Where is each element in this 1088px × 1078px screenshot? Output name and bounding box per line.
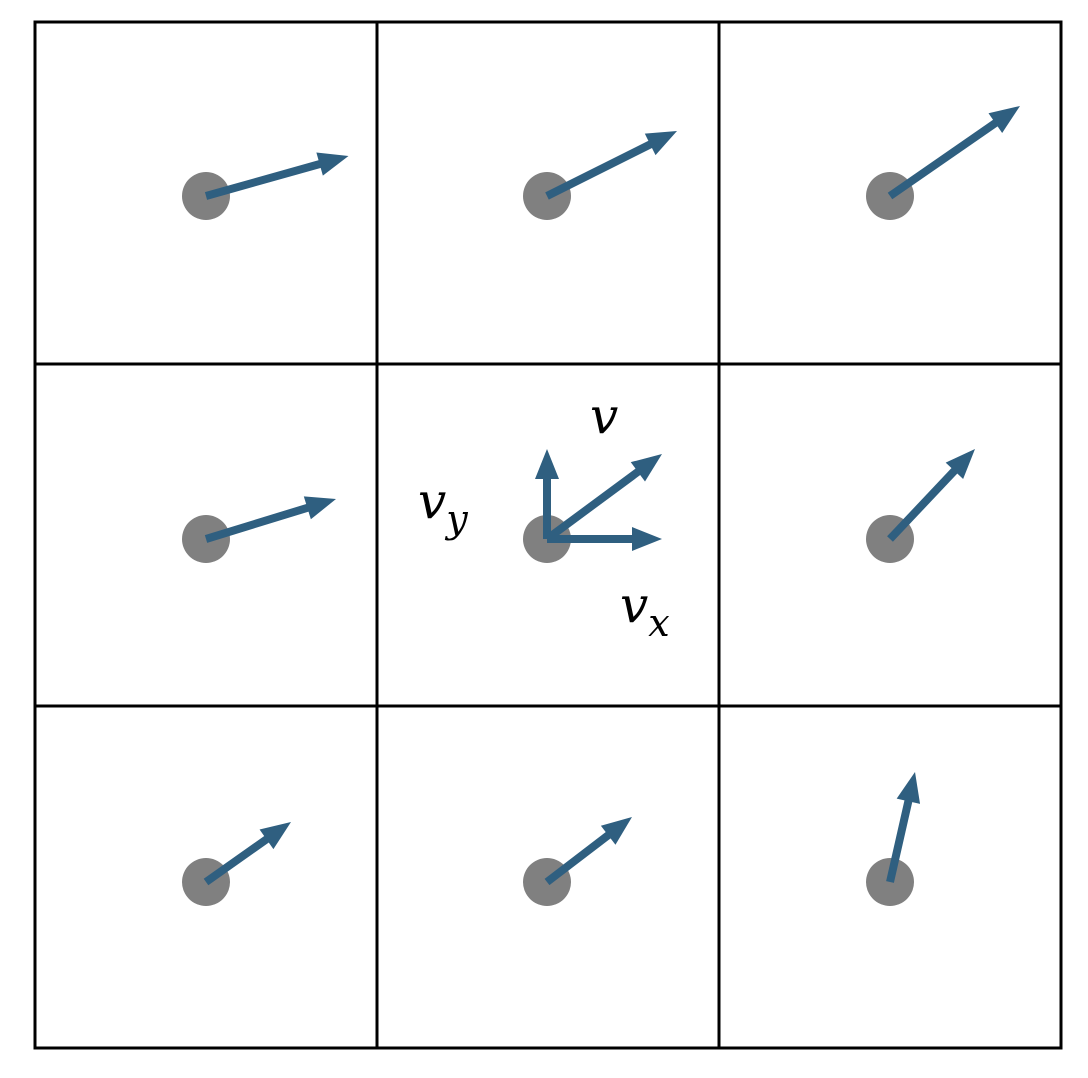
cell-r1-c1-arrow: [204, 152, 349, 200]
cell-r2-c3-arrow: [887, 449, 975, 542]
label-vy-sub: y: [444, 497, 468, 541]
cell-r1-c3-arrow-shaft: [887, 117, 1001, 200]
cell-r1-c3-arrow-head: [988, 106, 1020, 133]
cell-r1-c2-arrow-head: [644, 131, 677, 156]
cell-r3-c2-arrow-shaft: [544, 829, 614, 886]
cell-r2-c3-arrow-shaft: [887, 465, 961, 542]
cell-r1-c2-arrow-shaft: [545, 139, 656, 200]
labels: v vy vx: [418, 387, 670, 645]
vy-component-arrow: [535, 449, 559, 539]
cell-r2-c2-arrow-shaft: [544, 466, 644, 543]
label-vx-sub: x: [648, 601, 669, 645]
cell-r3-c1-arrow-head: [259, 822, 291, 850]
cell-r1-c2-arrow: [545, 131, 677, 200]
cell-r2-c2-arrow: [544, 454, 662, 543]
label-vy-main: v: [418, 472, 446, 530]
vx-component-arrow: [547, 527, 662, 551]
cell-r2-c3-arrow-head: [945, 449, 975, 480]
cell-r3-c3-arrow-head: [896, 772, 921, 804]
label-vy: vy: [418, 472, 468, 541]
cell-r3-c2-arrow: [544, 817, 632, 886]
cell-r2-c1-arrow-shaft: [204, 502, 313, 543]
vy-component-arrow-head: [535, 449, 559, 479]
label-v: v: [590, 387, 618, 445]
cell-r3-c1-arrow-shaft: [203, 833, 273, 886]
label-vx-main: v: [620, 576, 648, 634]
cell-r1-c1-arrow-head: [316, 152, 349, 176]
grid-border: [33, 20, 1063, 1050]
label-vx: vx: [620, 576, 670, 645]
cell-r3-c3-arrow-shaft: [886, 796, 914, 883]
cell-r2-c1-arrow-head: [303, 496, 336, 520]
cell-r3-c1-arrow: [203, 822, 291, 886]
cell-r3-c3-arrow: [886, 772, 921, 883]
cell-r2-c1-arrow: [204, 496, 336, 543]
grid: [33, 20, 1063, 1050]
cell-r1-c3-arrow: [887, 106, 1020, 200]
velocity-arrows: [203, 106, 1020, 886]
cell-r2-c2-arrow-head: [630, 454, 662, 482]
vx-component-arrow-head: [632, 527, 662, 551]
cell-r1-c1-arrow-shaft: [204, 159, 325, 200]
cell-r3-c2-arrow-head: [600, 817, 632, 845]
